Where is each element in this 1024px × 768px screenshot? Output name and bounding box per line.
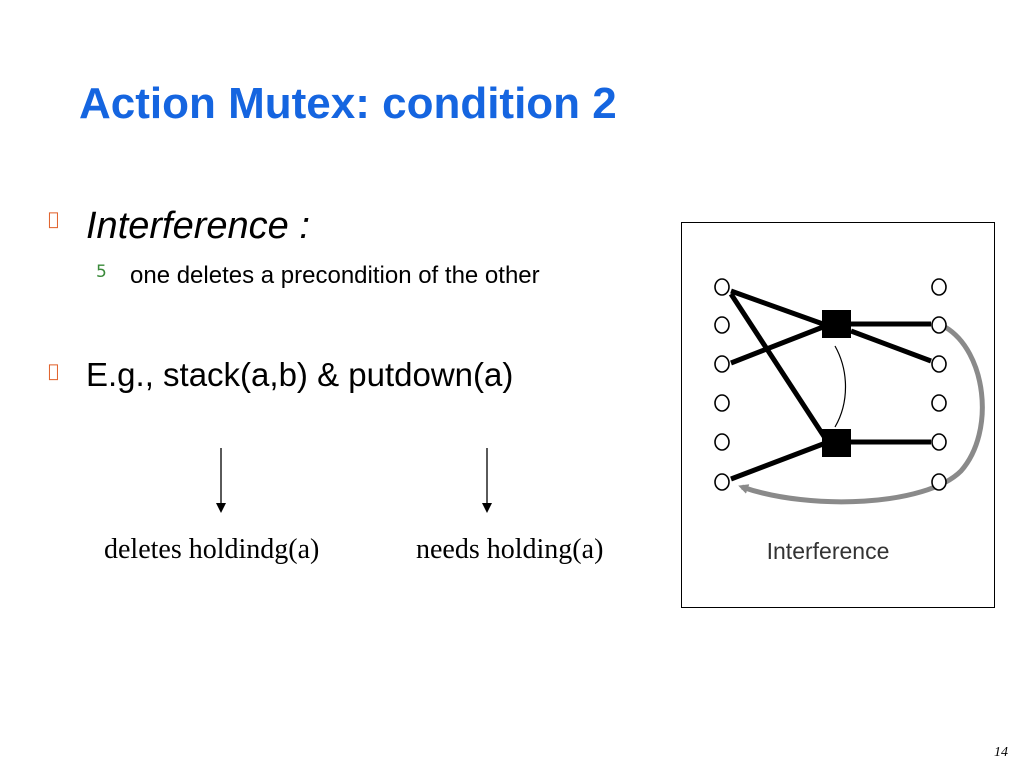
bullet-example: E.g., stack(a,b) & putdown(a) — [86, 356, 514, 393]
proposition-node — [931, 355, 947, 373]
right-propositions — [931, 278, 947, 491]
interference-diagram: Interference — [714, 278, 985, 564]
edges — [728, 288, 932, 482]
slide-title: Action Mutex: condition 2 — [79, 79, 617, 128]
down-arrow-icon — [216, 448, 226, 513]
proposition-node — [931, 394, 947, 412]
mutex-link — [834, 345, 847, 428]
page-number: 14 — [994, 745, 1008, 760]
annotation-deletes: deletes holdindg(a) — [104, 534, 320, 565]
edge — [728, 292, 830, 443]
bullet-marker-example:  — [48, 362, 59, 382]
edge — [730, 288, 824, 327]
edge — [850, 328, 932, 364]
sub-bullet-marker: 5 — [96, 262, 107, 282]
interference-figure: Interference — [681, 222, 995, 608]
proposition-node — [931, 433, 947, 451]
proposition-node — [714, 355, 730, 373]
proposition-node — [714, 278, 730, 296]
edge — [730, 324, 824, 366]
left-propositions — [714, 278, 730, 491]
proposition-node — [714, 394, 730, 412]
proposition-node — [931, 278, 947, 296]
action-node — [822, 429, 851, 457]
proposition-node — [714, 316, 730, 334]
proposition-node — [931, 316, 947, 334]
proposition-node — [714, 433, 730, 451]
figure-caption: Interference — [767, 538, 890, 564]
annotation-needs: needs holding(a) — [416, 534, 604, 565]
proposition-node — [714, 473, 730, 491]
interference-arrow — [738, 324, 985, 505]
action-node — [822, 310, 851, 338]
bullet-interference: Interference : — [86, 205, 310, 247]
bullet-marker-interference:  — [48, 210, 59, 230]
edge — [730, 441, 824, 482]
sub-bullet-deletes-precondition: one deletes a precondition of the other — [130, 262, 540, 289]
down-arrow-icon — [482, 448, 492, 513]
proposition-node — [931, 473, 947, 491]
